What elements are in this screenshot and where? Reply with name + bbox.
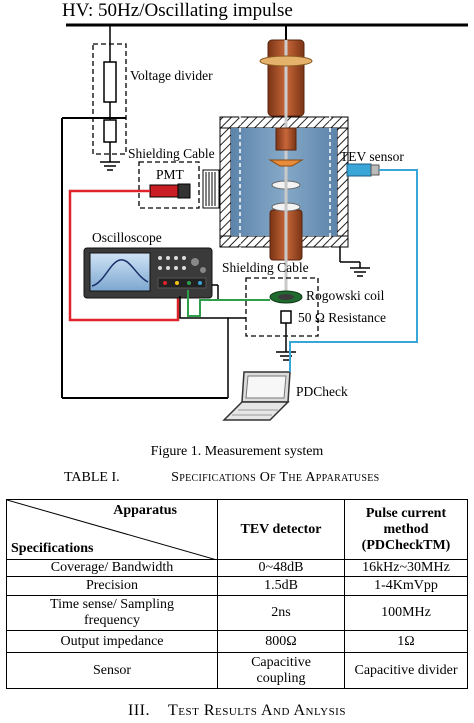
tev-cell: 2ns bbox=[217, 595, 345, 631]
pulse-cell: 1Ω bbox=[344, 630, 468, 653]
voltage-divider bbox=[92, 25, 127, 171]
section-heading: III. Test Results And Anlysis bbox=[0, 702, 474, 720]
measurement-impedance-box bbox=[245, 277, 319, 337]
pmt-label: PMT bbox=[156, 167, 185, 182]
measurement-system-diagram: HV: 50Hz/Oscillating impulse Voltage div… bbox=[61, 0, 468, 421]
specifications-table: Apparatus Specifications TEV detector Pu… bbox=[6, 499, 468, 689]
red-signal-wire bbox=[68, 189, 180, 322]
header-pulse-line2: method bbox=[383, 521, 429, 537]
pulse-cell: 16kHz~30MHz bbox=[344, 559, 468, 577]
table-title: TABLE I. Specifications Of The Apparatus… bbox=[64, 470, 380, 486]
spec-line: Time sense/ Sampling bbox=[50, 597, 174, 612]
table-row: Precision 1.5dB 1-4KmVpp bbox=[6, 576, 468, 596]
pulse-cell: 100MHz bbox=[344, 595, 468, 631]
corner-diagonal bbox=[7, 500, 217, 560]
tev-cell: Capacitive coupling bbox=[217, 652, 345, 689]
tev-line: Capacitive bbox=[251, 654, 311, 670]
tev-sensor bbox=[346, 163, 372, 177]
pmt-box bbox=[138, 161, 200, 209]
pulse-cell: Capacitive divider bbox=[344, 652, 468, 689]
header-pulse-current: Pulse current method (PDCheckTM) bbox=[344, 499, 468, 560]
pulse-cell: 1-4KmVpp bbox=[344, 576, 468, 596]
tev-sensor-label: TEV sensor bbox=[340, 149, 404, 164]
corner-apparatus-label: Apparatus bbox=[113, 503, 177, 518]
figure-caption: Figure 1. Measurement system bbox=[150, 444, 324, 459]
table-row: Coverage/ Bandwidth 0~48dB 16kHz~30MHz bbox=[6, 559, 468, 577]
voltage-divider-label: Voltage divider bbox=[130, 68, 213, 83]
resistance-label: 50 Ω Resistance bbox=[298, 310, 386, 325]
spec-cell: Time sense/ Sampling frequency bbox=[6, 595, 218, 631]
shielding-cable-bottom-label: Shielding Cable bbox=[222, 260, 309, 275]
oscilloscope bbox=[83, 247, 213, 299]
table-row: Time sense/ Sampling frequency 2ns 100MH… bbox=[6, 595, 468, 631]
table-caption: Specifications Of The Apparatuses bbox=[171, 470, 380, 485]
table-header-row: Apparatus Specifications TEV detector Pu… bbox=[6, 499, 468, 560]
spec-cell: Sensor bbox=[6, 652, 218, 689]
resistor-50ohm bbox=[280, 310, 292, 324]
table-row: Output impedance 800Ω 1Ω bbox=[6, 630, 468, 653]
corner-header-cell: Apparatus Specifications bbox=[6, 499, 218, 560]
spec-cell: Coverage/ Bandwidth bbox=[6, 559, 218, 577]
spec-cell: Output impedance bbox=[6, 630, 218, 653]
pdcheck-laptop bbox=[222, 371, 291, 421]
corner-specifications-label: Specifications bbox=[11, 541, 94, 556]
spec-cell: Precision bbox=[6, 576, 218, 596]
header-tev-detector: TEV detector bbox=[217, 499, 345, 560]
tev-line: coupling bbox=[256, 670, 306, 686]
tev-cell: 800Ω bbox=[217, 630, 345, 653]
green-signal-wire bbox=[187, 290, 270, 317]
shielding-cable-top-label: Shielding Cable bbox=[128, 146, 215, 161]
header-pulse-line1: Pulse current bbox=[365, 505, 447, 521]
spec-line: frequency bbox=[84, 613, 140, 628]
pdcheck-label: PDCheck bbox=[296, 384, 348, 399]
table-number: TABLE I. bbox=[64, 470, 120, 485]
tev-cell: 0~48dB bbox=[217, 559, 345, 577]
section-number: III. bbox=[128, 702, 150, 719]
cyan-signal-wire bbox=[306, 169, 418, 343]
section-title: Test Results And Anlysis bbox=[168, 702, 346, 719]
header-pulse-line3: (PDCheckTM) bbox=[361, 537, 451, 553]
pmt-sensor bbox=[149, 184, 179, 198]
table-row: Sensor Capacitive coupling Capacitive di… bbox=[6, 652, 468, 689]
rogowski-coil-label: Rogowski coil bbox=[306, 288, 385, 303]
tev-cell: 1.5dB bbox=[217, 576, 345, 596]
oscilloscope-label: Oscilloscope bbox=[92, 230, 162, 245]
hv-bus-label: HV: 50Hz/Oscillating impulse bbox=[62, 0, 293, 21]
